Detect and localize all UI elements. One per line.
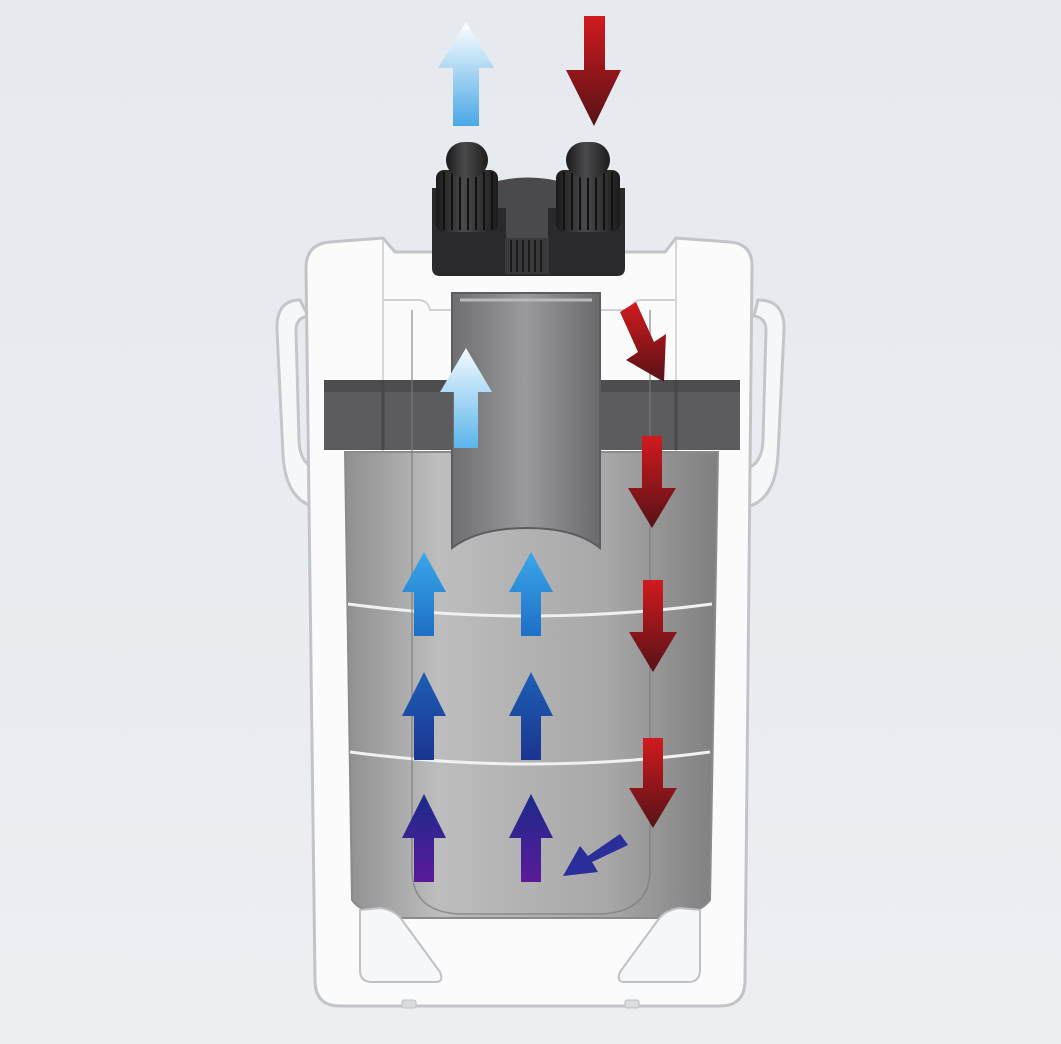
arrow-stage-3-left <box>402 794 446 882</box>
filter-head <box>432 142 625 276</box>
arrow-stage-1-left <box>402 552 446 636</box>
canister-base <box>359 906 701 1009</box>
arrow-outlet-top <box>438 22 494 126</box>
arrow-inlet-side-3 <box>629 738 677 828</box>
center-tube <box>451 292 601 551</box>
arrow-stage-1-right <box>509 552 553 636</box>
arrow-inlet-diagonal <box>620 302 666 382</box>
arrow-stage-2-left <box>402 672 446 760</box>
inlet-valve <box>556 142 620 232</box>
outlet-valve <box>436 142 498 232</box>
right-foot <box>617 906 701 983</box>
arrow-bottom-entry <box>563 834 628 876</box>
arrow-stage-3-right <box>509 794 553 882</box>
quick-release-lever <box>490 177 566 238</box>
arrow-inlet-side-2 <box>629 580 677 672</box>
arrow-outlet-tube <box>440 348 492 448</box>
arrow-inlet-side-1 <box>628 436 676 528</box>
arrow-stage-2-right <box>509 672 553 760</box>
left-foot <box>359 906 443 983</box>
arrow-inlet-top <box>566 16 621 126</box>
